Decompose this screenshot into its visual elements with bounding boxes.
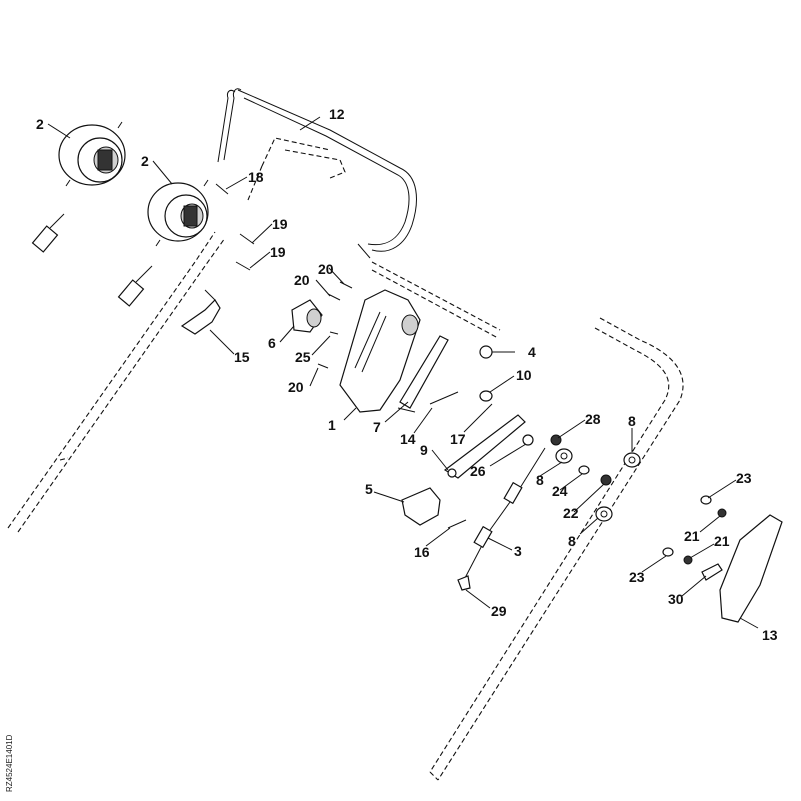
screw-20c — [317, 363, 329, 369]
nut-22 — [600, 474, 612, 486]
callout-19a: 19 — [272, 216, 288, 232]
cable-end-29 — [457, 575, 471, 591]
cable-plug-lower — [117, 265, 153, 307]
callout-23b: 23 — [629, 569, 645, 585]
bracket-30 — [701, 563, 723, 581]
callout-16: 16 — [414, 544, 430, 560]
callout-3: 3 — [514, 543, 522, 559]
callout-2b: 2 — [141, 153, 149, 169]
top-handle-bar — [247, 137, 501, 339]
spacer-10 — [479, 390, 493, 402]
washer-24 — [578, 465, 590, 475]
callout-12: 12 — [329, 106, 345, 122]
left-handle-tube — [7, 231, 226, 533]
callout-8c: 8 — [568, 533, 576, 549]
control-housing-1 — [339, 289, 421, 413]
callout-18: 18 — [248, 169, 264, 185]
screw-19a — [239, 233, 255, 245]
document-reference: RZ4524E1401D — [5, 734, 14, 792]
callout-19b: 19 — [270, 244, 286, 260]
callout-17: 17 — [450, 431, 466, 447]
washer-8c — [595, 506, 613, 522]
callout-30: 30 — [668, 591, 684, 607]
callout-7: 7 — [373, 419, 381, 435]
callout-23a: 23 — [736, 470, 752, 486]
callout-20a: 20 — [318, 261, 334, 277]
knob-6 — [291, 299, 323, 333]
callout-28: 28 — [585, 411, 601, 427]
washer-8a — [623, 452, 641, 468]
screw-14 — [429, 391, 459, 405]
callout-5: 5 — [365, 481, 373, 497]
screw-20a — [339, 281, 353, 289]
switch-housing-upper — [58, 121, 126, 187]
callout-13: 13 — [762, 627, 778, 643]
switch-housing-lower — [147, 179, 209, 247]
callout-26: 26 — [470, 463, 486, 479]
callout-8a: 8 — [628, 413, 636, 429]
callout-20c: 20 — [288, 379, 304, 395]
callout-14: 14 — [400, 431, 416, 447]
callout-9: 9 — [420, 442, 428, 458]
grip-5 — [401, 487, 441, 526]
callout-29: 29 — [491, 603, 507, 619]
callout-4: 4 — [528, 344, 536, 360]
callout-21a: 21 — [684, 528, 700, 544]
pin-17 — [485, 403, 493, 411]
callout-22: 22 — [563, 505, 579, 521]
callout-1: 1 — [328, 417, 336, 433]
upper-loop-bar — [217, 88, 417, 259]
nut-21a — [717, 508, 727, 518]
right-handle-tube — [429, 317, 684, 781]
callout-24: 24 — [552, 483, 568, 499]
cable-3 — [464, 447, 546, 579]
callout-15: 15 — [234, 349, 250, 365]
cable-plug-upper — [31, 213, 65, 253]
nut-4 — [479, 345, 493, 359]
screw-16 — [447, 519, 467, 529]
leader-lines — [47, 116, 759, 629]
callout-labels: 1 2 2 3 4 5 6 7 8 8 8 9 10 12 13 14 15 1… — [36, 106, 778, 643]
callout-25: 25 — [295, 349, 311, 365]
screw-18 — [215, 183, 229, 195]
callout-10: 10 — [516, 367, 532, 383]
screw-19b — [235, 261, 251, 271]
screw-25 — [329, 331, 339, 335]
callout-20b: 20 — [294, 272, 310, 288]
washer-23b — [662, 547, 674, 557]
cover-13 — [719, 514, 783, 623]
washer-8b — [555, 448, 573, 464]
callout-8b: 8 — [536, 472, 544, 488]
cable-clip-15 — [180, 289, 221, 335]
callout-21b: 21 — [714, 533, 730, 549]
callout-2a: 2 — [36, 116, 44, 132]
lever-9 — [443, 414, 526, 479]
screw-20b — [327, 293, 341, 301]
callout-6: 6 — [268, 335, 276, 351]
roller-26 — [522, 434, 534, 446]
